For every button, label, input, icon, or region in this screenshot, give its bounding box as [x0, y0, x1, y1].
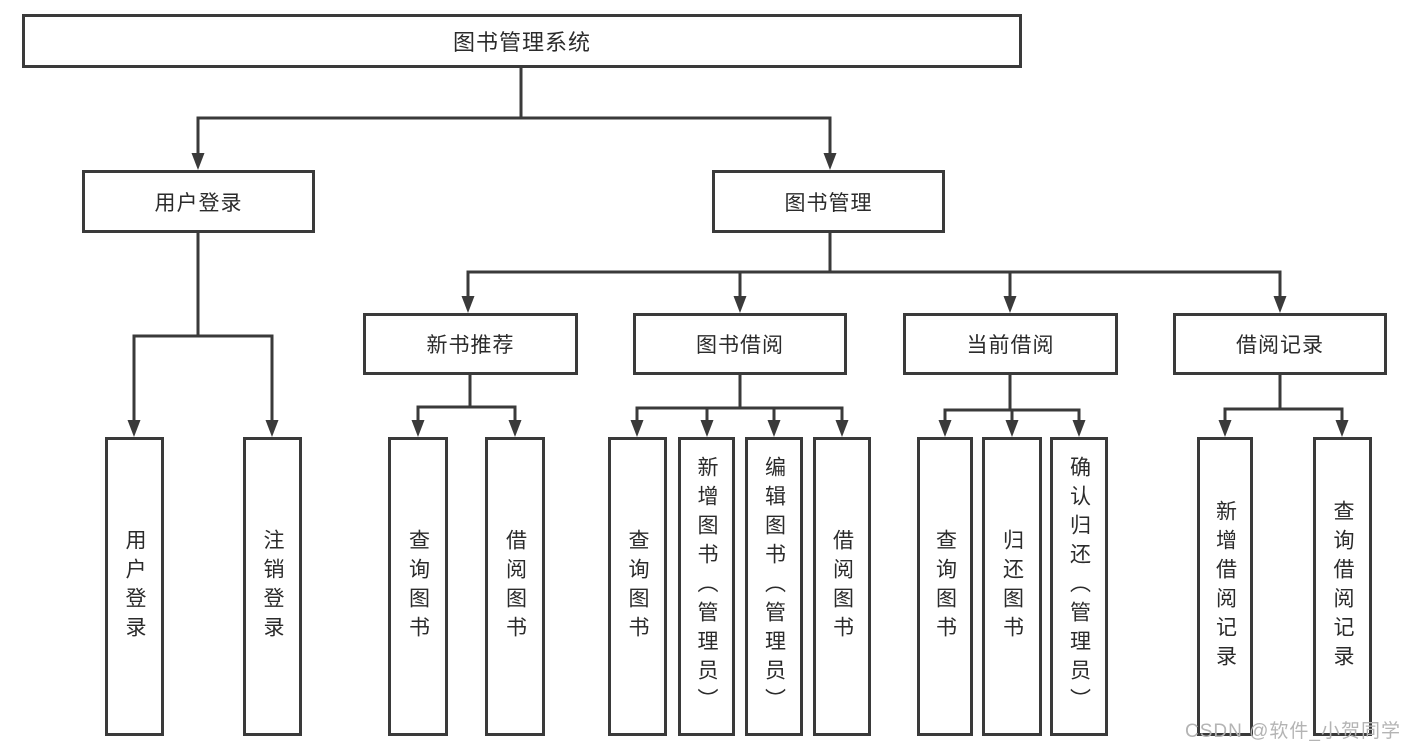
node-current-borrowing: 当前借阅	[903, 313, 1118, 375]
leaf-confirm-return-admin-label: 确认归还（管理员）	[1067, 456, 1091, 717]
node-borrowing-records: 借阅记录	[1173, 313, 1387, 375]
connector-borrow-records-children	[1218, 375, 1349, 437]
leaf-logout-label: 注销登录	[261, 528, 284, 645]
connector-current-borrow-children	[938, 375, 1086, 437]
leaf-borrow-books: 借阅图书	[813, 437, 871, 736]
leaf-query-borrow-record-label: 查询借阅记录	[1331, 499, 1354, 674]
leaf-recommend-query-books: 查询图书	[388, 437, 448, 736]
leaf-current-query-books: 查询图书	[917, 437, 973, 736]
leaf-add-borrow-record: 新增借阅记录	[1197, 437, 1253, 736]
leaf-borrow-query-books: 查询图书	[608, 437, 667, 736]
leaf-current-query-books-label: 查询图书	[933, 528, 957, 645]
node-user-login-label: 用户登录	[154, 191, 243, 215]
leaf-user-login-label: 用户登录	[123, 528, 146, 645]
leaf-return-books: 归还图书	[982, 437, 1042, 736]
node-library-system: 图书管理系统	[22, 14, 1022, 68]
node-current-borrowing-label: 当前借阅	[966, 334, 1055, 357]
connector-new-book-rec-children	[411, 375, 522, 437]
leaf-add-books-admin-label: 新增图书（管理员）	[695, 456, 718, 717]
leaf-return-books-label: 归还图书	[1000, 528, 1024, 645]
leaf-add-borrow-record-label: 新增借阅记录	[1213, 499, 1237, 674]
connector-user-login-children	[127, 233, 279, 437]
node-new-book-recommend-label: 新书推荐	[426, 334, 515, 357]
leaf-edit-books-admin-label: 编辑图书（管理员）	[762, 456, 786, 717]
connector-book-borrow-children	[630, 375, 849, 437]
connector-book-mgmt-children	[461, 233, 1287, 313]
leaf-edit-books-admin: 编辑图书（管理员）	[745, 437, 803, 736]
leaf-add-books-admin: 新增图书（管理员）	[678, 437, 735, 736]
leaf-recommend-borrow-books: 借阅图书	[485, 437, 545, 736]
node-user-login: 用户登录	[82, 170, 315, 233]
leaf-borrow-query-books-label: 查询图书	[626, 528, 649, 645]
leaf-borrow-books-label: 借阅图书	[830, 528, 854, 645]
leaf-user-login: 用户登录	[105, 437, 164, 736]
csdn-watermark: CSDN @软件_小贺同学	[1185, 721, 1401, 742]
node-book-borrowing: 图书借阅	[633, 313, 847, 375]
leaf-query-borrow-record: 查询借阅记录	[1313, 437, 1372, 736]
node-book-management: 图书管理	[712, 170, 945, 233]
node-borrowing-records-label: 借阅记录	[1236, 334, 1324, 357]
node-library-system-label: 图书管理系统	[452, 30, 591, 55]
leaf-recommend-query-books-label: 查询图书	[406, 528, 430, 645]
leaf-recommend-borrow-books-label: 借阅图书	[503, 528, 527, 645]
leaf-logout: 注销登录	[243, 437, 302, 736]
node-book-borrowing-label: 图书借阅	[696, 334, 784, 357]
leaf-confirm-return-admin: 确认归还（管理员）	[1050, 437, 1108, 736]
node-new-book-recommend: 新书推荐	[363, 313, 578, 375]
connector-root-to-level2	[191, 68, 837, 170]
node-book-management-label: 图书管理	[784, 191, 873, 215]
